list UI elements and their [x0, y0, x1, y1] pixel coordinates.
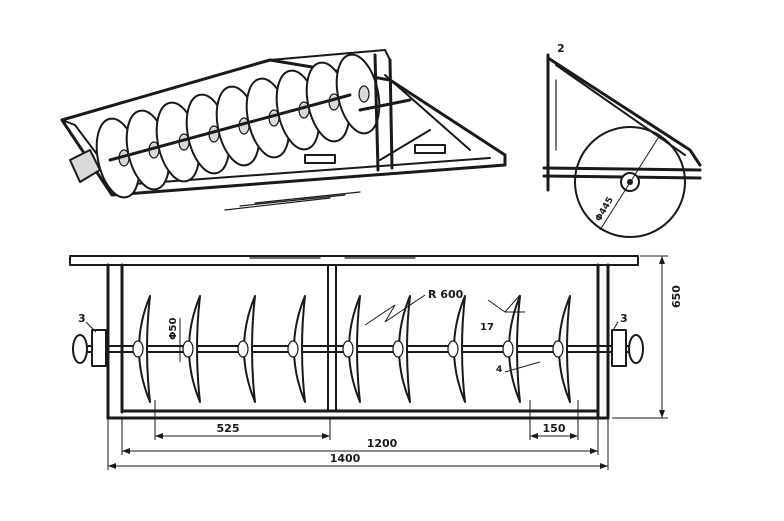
plan-hub-left: [72, 334, 88, 364]
label-part-2: 2: [557, 42, 565, 55]
iso-mast: [358, 53, 412, 172]
plan-disk-hub-8: [502, 340, 514, 358]
side-wheel: [574, 126, 686, 238]
label-dim-525: 525: [217, 422, 240, 435]
label-part-3-left: 3: [78, 312, 86, 325]
plan-bearing-left: [91, 329, 107, 367]
plan-disk-hub-2: [182, 340, 194, 358]
side-diam-line: [599, 134, 661, 231]
plan-disk-hub-6: [392, 340, 404, 358]
isometric-view: [60, 49, 507, 211]
plan-view: R 600 17 4 Φ50 3 3 650 525 150 1200 1400: [69, 255, 683, 470]
plan-disk-group: [132, 295, 571, 403]
plan-left-frame: [106, 263, 124, 420]
label-height: 650: [670, 285, 683, 308]
iso-brace: [269, 49, 471, 161]
side-arm-2: [555, 64, 686, 156]
dim-height-line: [612, 255, 668, 419]
label-dim-150: 150: [543, 422, 566, 435]
side-arm: [546, 56, 702, 167]
plan-disk-8: [508, 295, 521, 403]
plan-disk-hub-3: [237, 340, 249, 358]
plan-center-post: [327, 264, 337, 411]
plan-disk-hub-4: [287, 340, 299, 358]
plan-disk-hub-1: [132, 340, 144, 358]
iso-axle: [108, 93, 352, 162]
plan-disk-hub-9: [552, 340, 564, 358]
side-view: Φ445 2: [542, 42, 702, 238]
plan-bottom-beam: [106, 409, 610, 420]
plan-bearing-right: [611, 329, 627, 367]
plan-disk-4: [293, 295, 306, 403]
label-part-3-right: 3: [620, 312, 628, 325]
plan-right-frame: [596, 263, 610, 420]
iso-skid-2: [414, 144, 446, 154]
label-dim-1200: 1200: [367, 437, 398, 450]
leader-radius: [364, 294, 426, 326]
leader-part-3-left: [85, 321, 97, 333]
plan-disk-9: [558, 295, 571, 403]
leader-angle: [487, 294, 525, 313]
label-angle-17: 17: [480, 322, 494, 333]
plan-disk-hub-5: [342, 340, 354, 358]
plan-disk-1: [138, 295, 151, 403]
label-part-4: 4: [496, 365, 502, 375]
label-diam-small: Φ50: [168, 318, 179, 340]
plan-disk-7: [453, 295, 466, 403]
plan-disk-2: [188, 295, 201, 403]
dim-extensions: [107, 400, 609, 470]
leader-part-4: [504, 361, 541, 373]
leader-part-3-right: [611, 321, 619, 333]
plan-axle: [87, 345, 631, 353]
iso-ground-shadow: [224, 191, 361, 211]
plan-disk-6: [398, 295, 411, 403]
plan-disk-3: [243, 295, 256, 403]
label-radius: R 600: [428, 288, 464, 301]
iso-skid-1: [304, 154, 336, 164]
plan-top-beam: [69, 255, 639, 266]
iso-hitch-left: [69, 149, 101, 183]
plan-disk-5: [348, 295, 361, 403]
plan-disk-hub-7: [447, 340, 459, 358]
iso-disk-hub-9: [358, 85, 370, 103]
label-dim-1400: 1400: [330, 452, 361, 465]
plan-hub-right: [628, 334, 644, 364]
